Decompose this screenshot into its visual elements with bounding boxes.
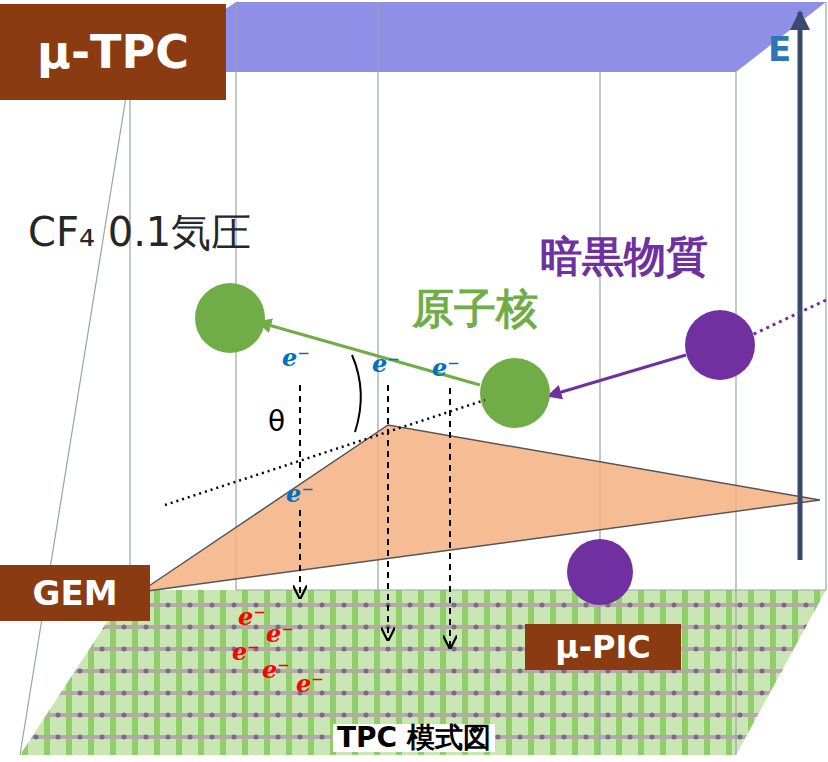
gem-plane bbox=[140, 425, 820, 592]
angle-arc bbox=[352, 355, 361, 432]
reference-line bbox=[165, 400, 485, 505]
gas-label: CF₄ 0.1気圧 bbox=[28, 212, 251, 252]
dm-arrow bbox=[548, 355, 686, 396]
label-box: μ-TPC bbox=[0, 4, 226, 100]
electron-label: e⁻ bbox=[262, 658, 290, 682]
electron-label: e⁻ bbox=[282, 346, 310, 370]
recoil-arrow bbox=[258, 322, 480, 385]
electron-label: e⁻ bbox=[372, 352, 400, 376]
electron-label: e⁻ bbox=[232, 640, 260, 664]
box-label: GEM bbox=[33, 573, 118, 613]
dark-matter-particle bbox=[567, 539, 633, 605]
dm-path bbox=[752, 300, 826, 335]
nucleus bbox=[195, 283, 265, 353]
figure-caption: TPC 模式図 bbox=[333, 724, 495, 752]
field-arrow bbox=[798, 12, 803, 560]
drift-path bbox=[300, 385, 450, 648]
label-box: μ-PIC bbox=[525, 624, 681, 670]
nucleus bbox=[480, 358, 550, 428]
particle-label: 原子核 bbox=[412, 288, 538, 330]
electron-label: e⁻ bbox=[296, 672, 324, 696]
electron-label: e⁻ bbox=[238, 605, 266, 629]
dark-matter-particle bbox=[685, 310, 755, 380]
box-label: μ-TPC bbox=[37, 25, 189, 79]
box-label: μ-PIC bbox=[555, 628, 651, 666]
label-box: GEM bbox=[0, 565, 150, 621]
electron-label: e⁻ bbox=[432, 356, 460, 380]
particle-label: 暗黒物質 bbox=[540, 236, 708, 278]
cathode-plane bbox=[130, 2, 826, 72]
electron-label: e⁻ bbox=[286, 482, 314, 506]
box-edges bbox=[20, 2, 826, 755]
field-label: E bbox=[768, 32, 791, 66]
angle-label: θ bbox=[268, 408, 285, 436]
electron-label: e⁻ bbox=[266, 622, 294, 646]
